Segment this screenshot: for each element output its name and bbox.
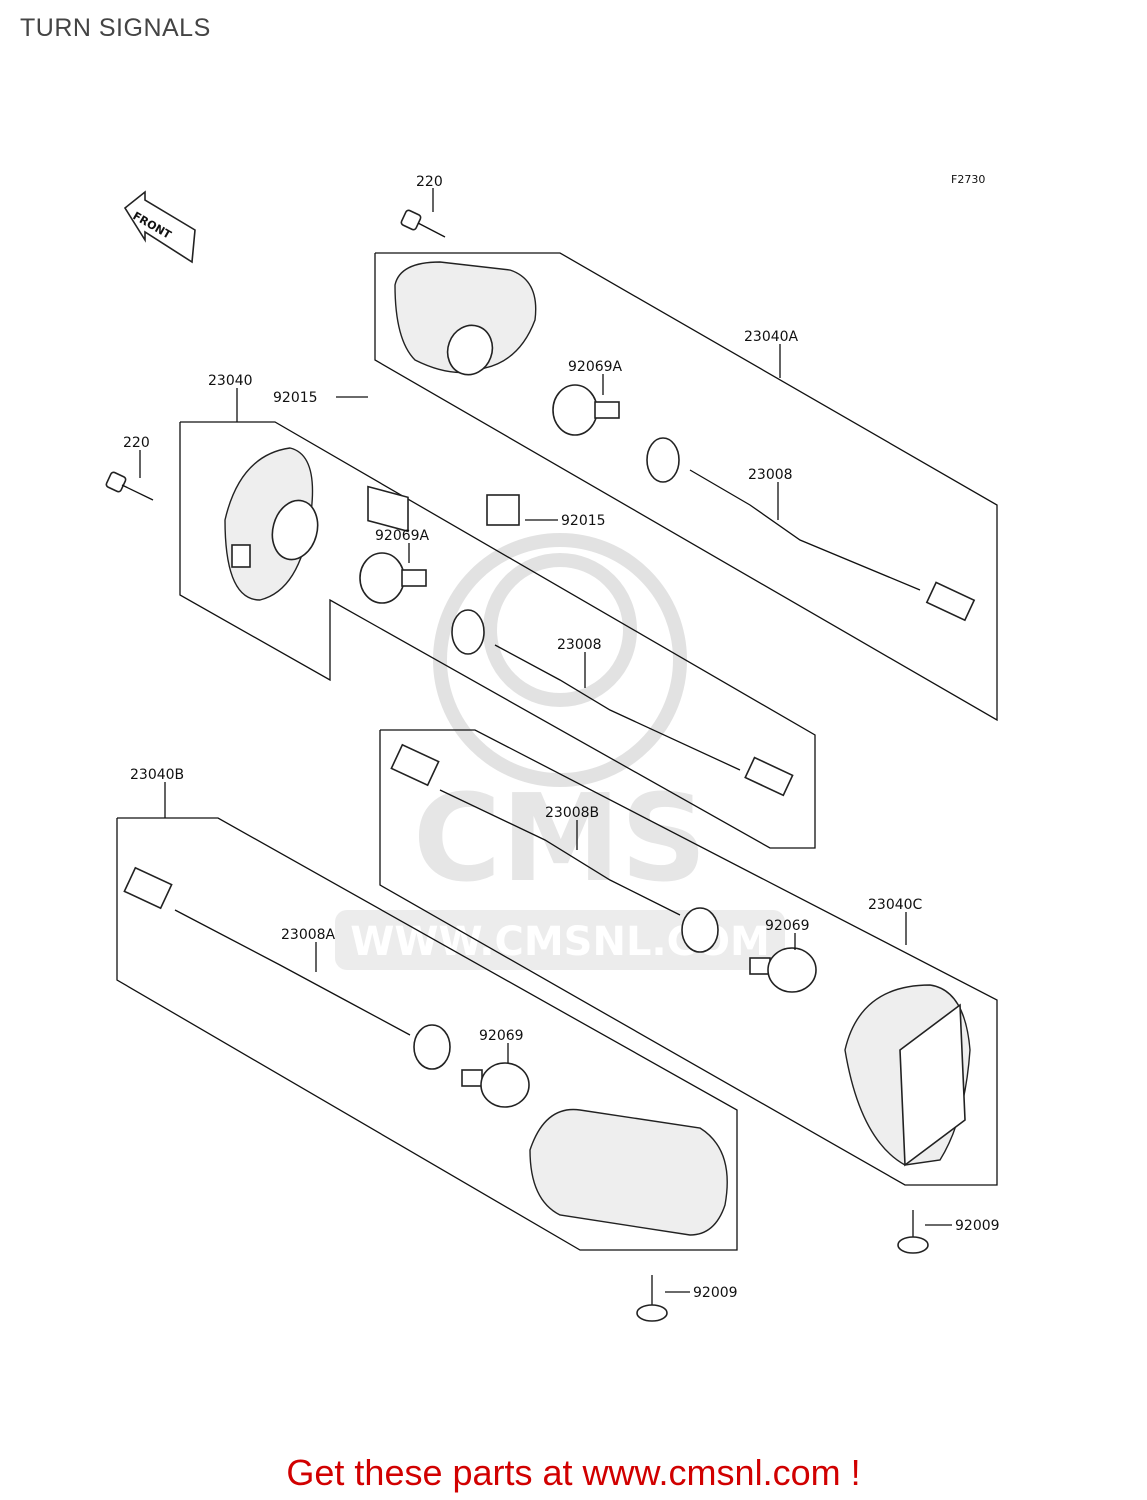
label-screw-front-left: 92009: [693, 1285, 738, 1301]
promo-link[interactable]: Get these parts at www.cmsnl.com !: [286, 1452, 861, 1493]
label-lamp-rear-right: 23040A: [744, 329, 799, 345]
label-clip-upper: 92015: [273, 390, 318, 406]
clip-upper-icon: [367, 485, 409, 533]
label-bulb-front-left: 92069: [479, 1028, 524, 1044]
label-bulb-rear-right: 92069A: [568, 359, 623, 375]
screw-front-right-icon: [897, 1210, 929, 1254]
label-clip-lower: 92015: [561, 513, 606, 529]
label-bulb-rear-left: 92069A: [375, 528, 430, 544]
label-lamp-front-right: 23040C: [868, 897, 923, 913]
lamp-23040-body: [224, 447, 319, 601]
label-bolt-left: 220: [123, 435, 150, 451]
label-lamp-front-left: 23040B: [130, 767, 184, 783]
socket-rear-left-icon: [451, 609, 794, 797]
group-outline-23040: [179, 421, 816, 849]
screw-front-left-icon: [636, 1275, 668, 1322]
socket-rear-right-icon: [646, 437, 976, 622]
lamp-23040b-body: [529, 1108, 728, 1236]
group-outline-23040b: [116, 817, 738, 1251]
lamp-23040a-body: [394, 261, 537, 376]
label-bulb-front-right: 92069: [765, 918, 810, 934]
label-socket-front-right: 23008B: [545, 805, 599, 821]
clip-lower-icon: [486, 494, 520, 526]
socket-front-left-icon: [123, 866, 451, 1070]
bulb-rear-left-icon: [359, 552, 427, 604]
bulb-rear-right-icon: [552, 384, 620, 436]
front-arrow-icon: FRONT: [123, 190, 196, 264]
label-screw-front-right: 92009: [955, 1218, 1000, 1234]
bulb-front-right-icon: [749, 947, 817, 993]
group-outline-23040c: [379, 729, 998, 1186]
page-title: TURN SIGNALS: [20, 14, 211, 42]
parts-diagram: CMS WWW.CMSNL.COM FRONT F2730: [105, 173, 1000, 1322]
label-socket-rear-left: 23008: [557, 637, 602, 653]
label-socket-front-left: 23008A: [281, 927, 336, 943]
group-outline-23040a: [374, 252, 998, 722]
bolt-left-icon: [105, 471, 154, 501]
label-lamp-rear-left: 23040: [208, 373, 253, 389]
lamp-23040c-body: [844, 984, 971, 1167]
bolt-top-icon: [400, 209, 446, 238]
socket-front-right-icon: [390, 743, 719, 953]
label-bolt-top: 220: [416, 174, 443, 190]
watermark-brand: CMS: [413, 770, 707, 909]
label-socket-rear-right: 23008: [748, 467, 793, 483]
bulb-front-left-icon: [461, 1062, 530, 1108]
figure-code: F2730: [951, 173, 985, 186]
